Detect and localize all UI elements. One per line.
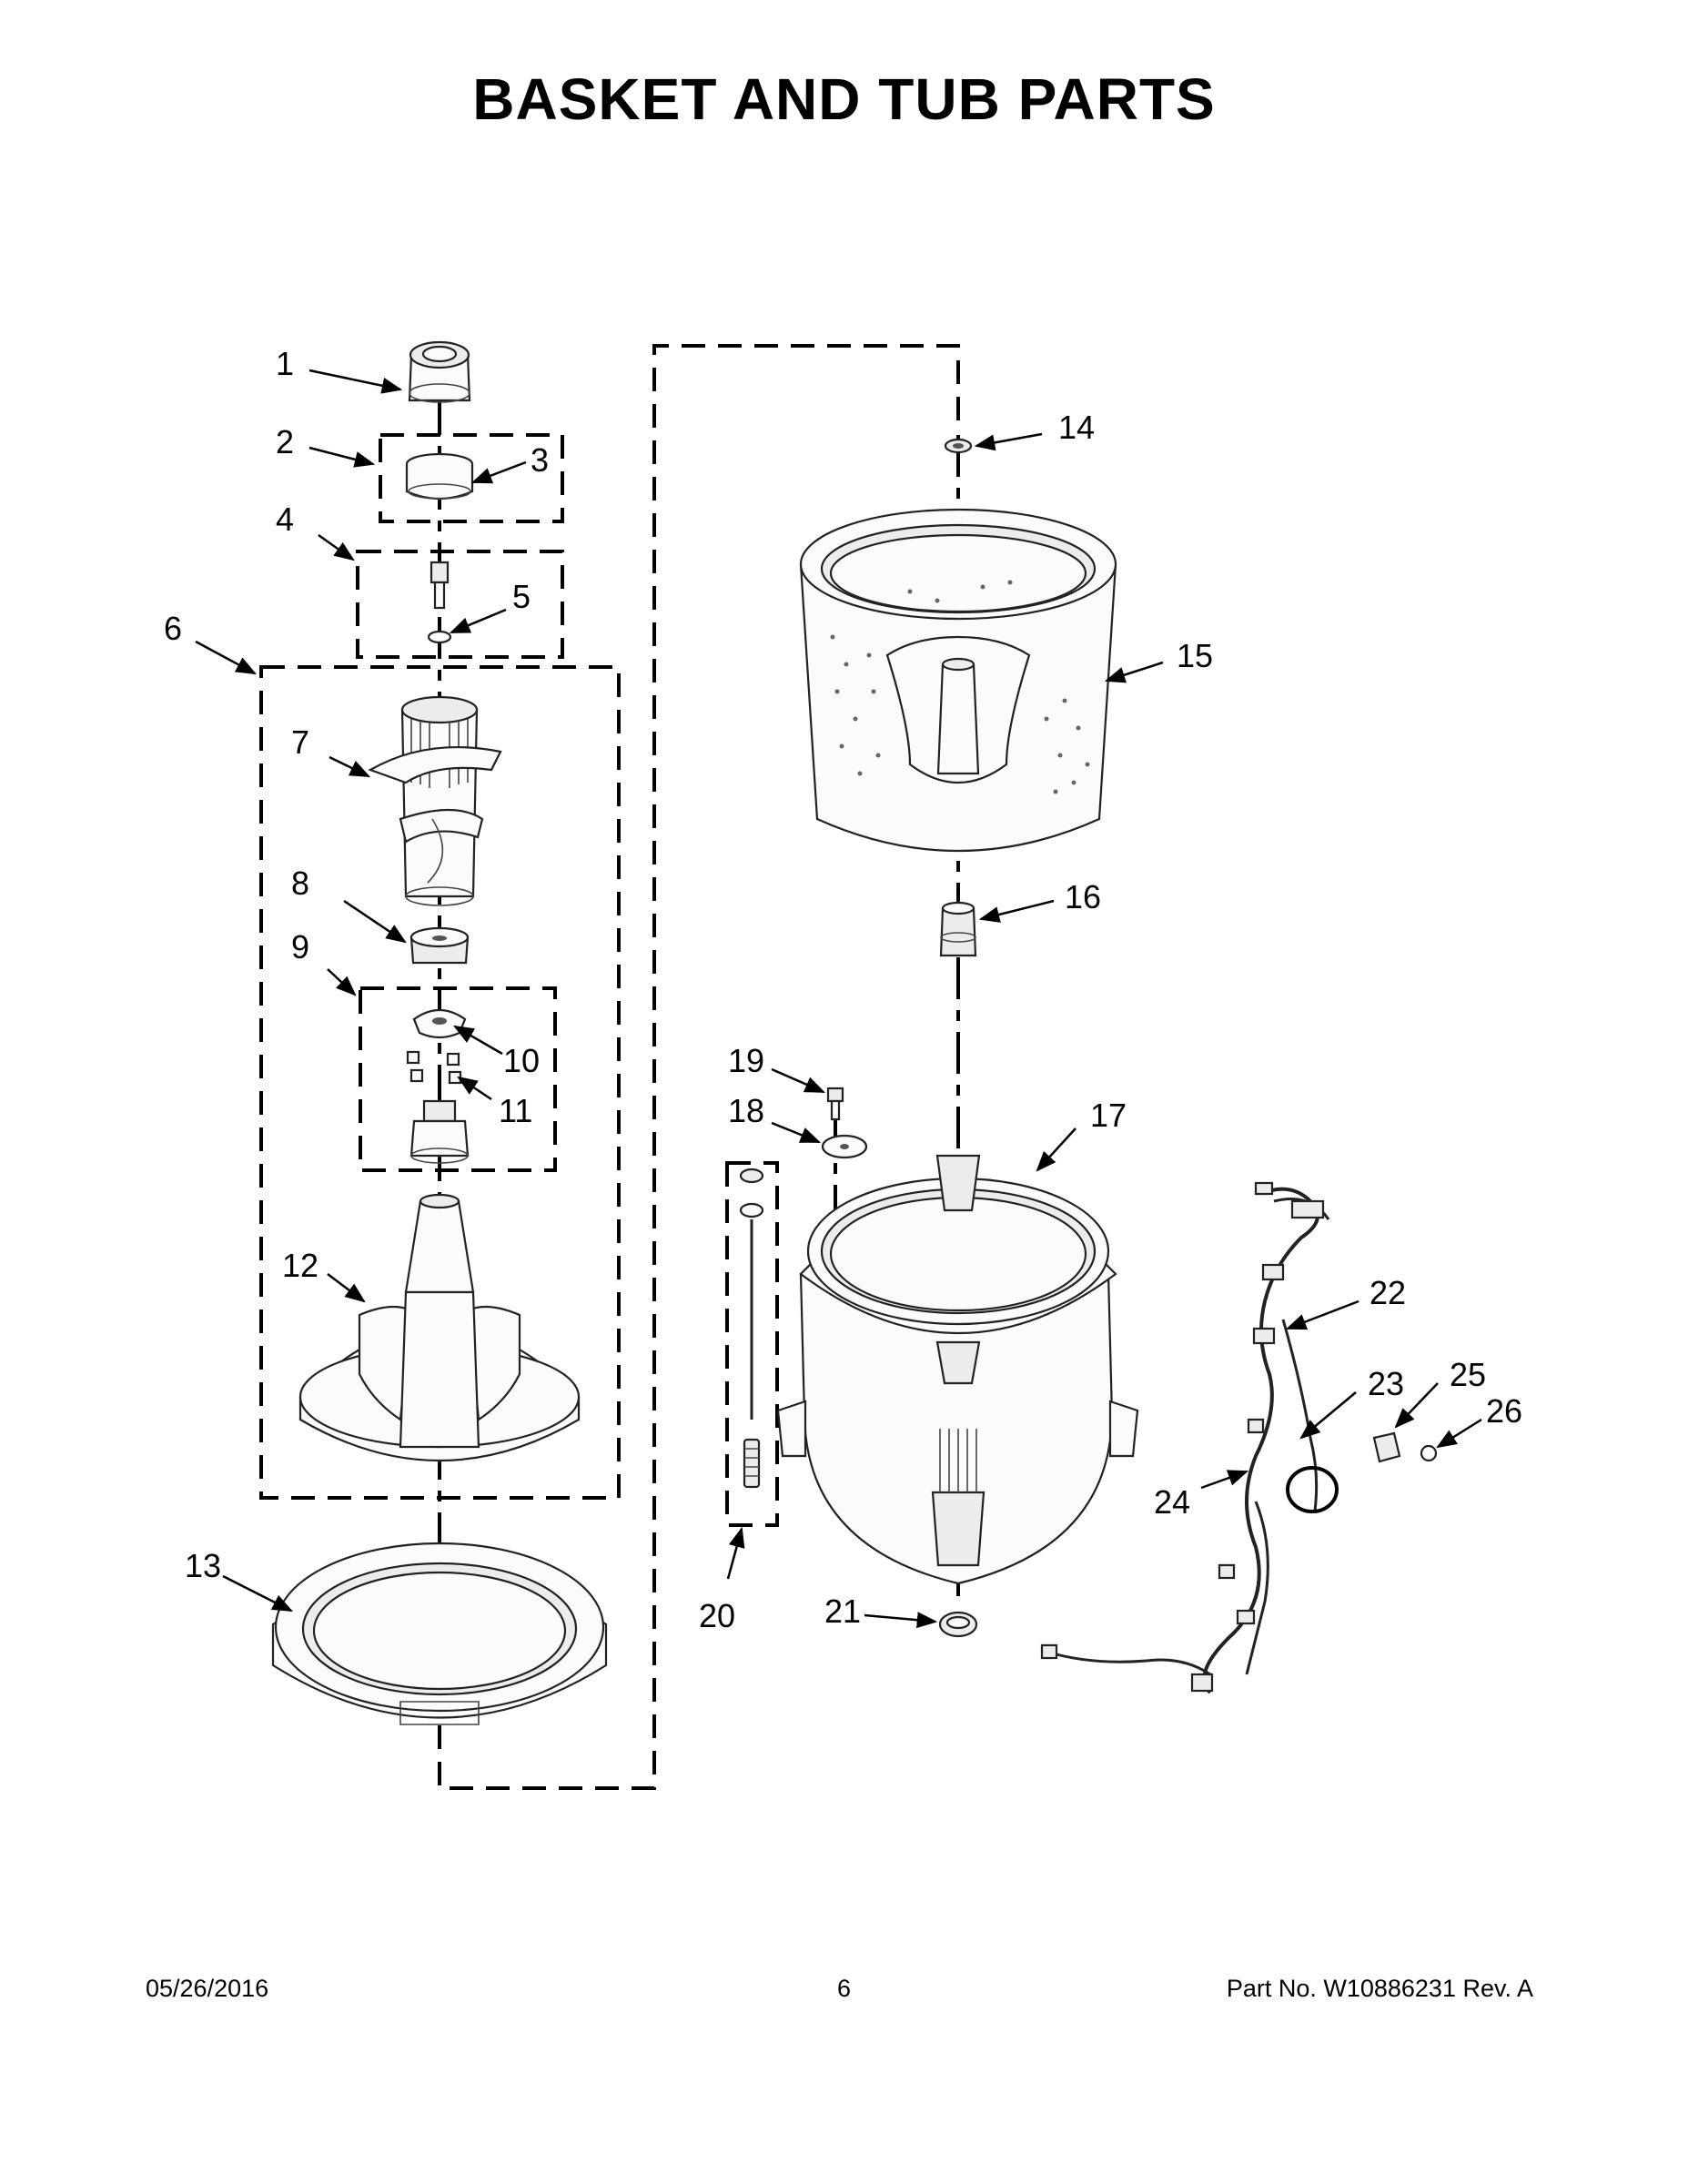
tub-bolt-part [826,1087,844,1121]
group-box-20 [725,1161,779,1527]
callout-22: 22 [1370,1274,1406,1311]
group-box-4 [356,550,564,659]
callout-14: 14 [1058,409,1095,446]
footer-page-number: 6 [836,1975,852,2002]
callout-13: 13 [185,1547,221,1584]
callout-5: 5 [512,578,531,615]
leader-lines [195,369,1482,1629]
drive-hub-part [409,1099,470,1164]
callout-4: 4 [276,500,294,538]
cog-parts [406,1050,462,1085]
bolt-part [427,561,452,644]
wash-basket-part [799,508,1117,853]
callout-1: 1 [276,345,294,382]
callout-25: 25 [1450,1356,1486,1393]
callout-10: 10 [503,1042,540,1079]
hub-nut-part [944,438,973,454]
callout-15: 15 [1177,637,1213,674]
callout-3: 3 [531,441,549,479]
callout-6: 6 [164,610,182,647]
callout-26: 26 [1486,1392,1522,1430]
callout-24: 24 [1154,1483,1190,1521]
callout-18: 18 [728,1092,764,1129]
page-title: BASKET AND TUB PARTS [472,66,1216,132]
callout-19: 19 [728,1042,764,1079]
callout-16: 16 [1065,878,1101,915]
agitator-base-part [298,1193,581,1461]
balance-ring-part [271,1542,608,1725]
callout-2: 2 [276,423,294,460]
callout-9: 9 [291,928,309,966]
assembly-link-line [438,344,960,1790]
footer-date: 05/26/2016 [146,1975,269,2002]
callout-7: 7 [291,723,309,761]
agitator-auger-part [368,695,502,906]
group-box-2 [379,433,564,523]
callout-23: 23 [1368,1365,1404,1402]
callout-11: 11 [499,1092,532,1129]
callout-12: 12 [282,1247,318,1284]
drive-bearing-part [939,901,977,957]
callout-17: 17 [1090,1097,1127,1134]
drive-block-part [409,926,470,965]
outer-tub-part [776,1154,1139,1585]
agitator-cap-part [408,340,471,403]
tub-seal-part [938,1611,978,1638]
callout-21: 21 [824,1592,861,1630]
spline-plate-part [412,1009,467,1039]
group-box-9 [359,986,557,1172]
footer-part-number: Part No. W10886231 Rev. A [1226,1975,1533,2002]
suspension-rod-part [739,1168,764,1489]
tub-washer-part [821,1134,868,1159]
callout-8: 8 [291,864,309,902]
callout-20: 20 [699,1597,735,1634]
cap-insert-part [405,452,474,500]
